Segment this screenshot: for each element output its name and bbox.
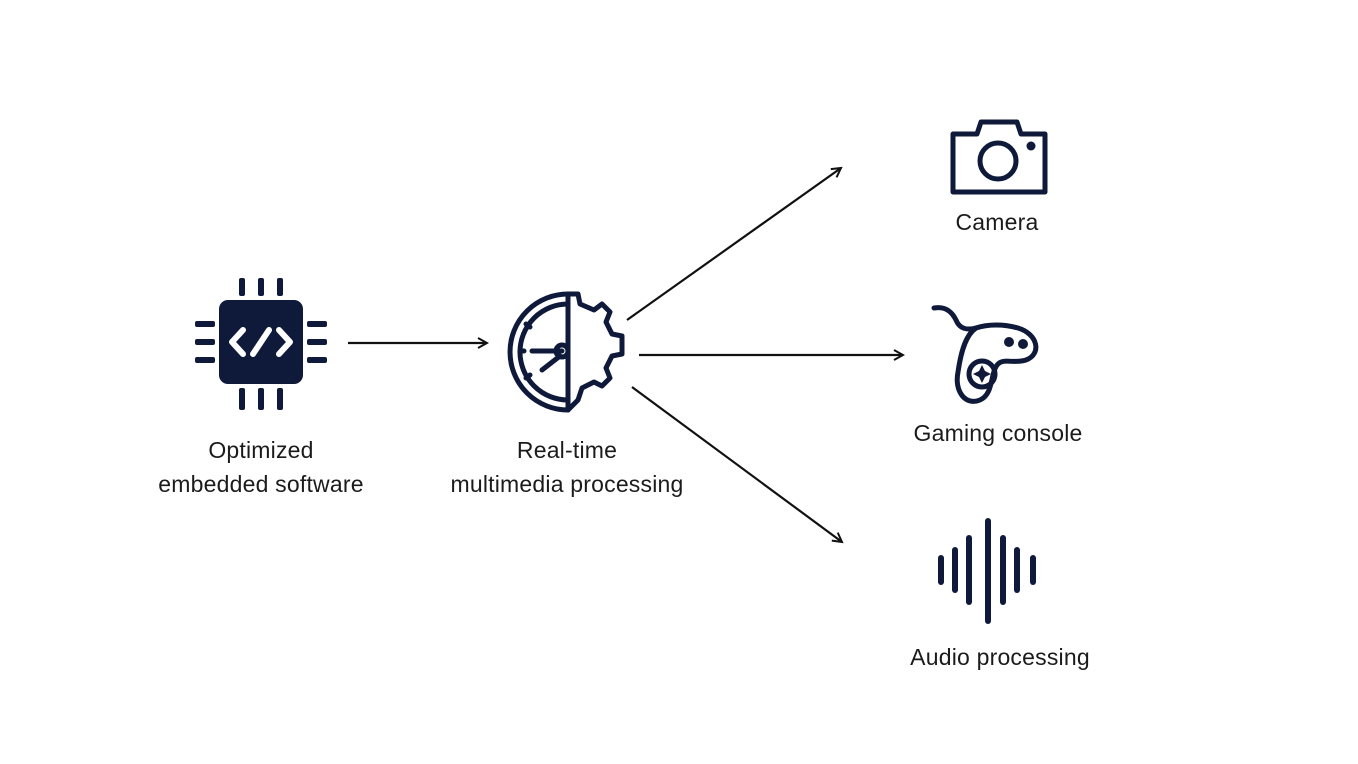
chip-label-line1: Optimized bbox=[208, 437, 314, 463]
gaming-console-label: Gaming console bbox=[913, 420, 1083, 446]
chip-code-icon bbox=[195, 278, 327, 410]
clock-gear-icon bbox=[507, 291, 625, 413]
sound-wave-icon bbox=[938, 518, 1036, 624]
chip-label-line2: embedded software bbox=[158, 471, 364, 497]
camera-icon bbox=[950, 119, 1048, 195]
camera-label: Camera bbox=[955, 209, 1039, 235]
arrow-clock-to-camera bbox=[626, 168, 841, 321]
arrow-clock-to-audio bbox=[631, 386, 842, 542]
chip-label: Optimized embedded software bbox=[130, 433, 392, 501]
clock-label-line1: Real-time bbox=[516, 437, 618, 463]
clock-label: Real-time multimedia processing bbox=[418, 433, 716, 501]
clock-label-line2: multimedia processing bbox=[450, 471, 684, 497]
audio-processing-label: Audio processing bbox=[910, 644, 1090, 670]
gamepad-icon bbox=[931, 305, 1039, 404]
